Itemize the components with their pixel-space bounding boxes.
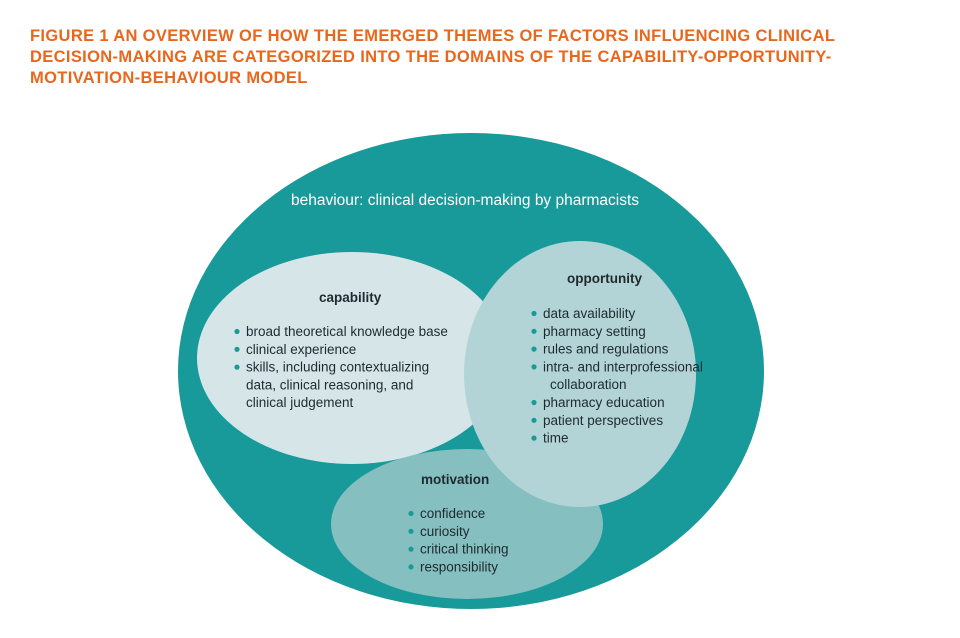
opportunity-item: data availability <box>543 306 636 321</box>
capability-list: broad theoretical knowledge base clinical… <box>234 324 448 410</box>
motivation-list: confidence curiosity critical thinking resp… <box>408 506 509 574</box>
motivation-item: confidence <box>420 506 485 521</box>
opportunity-bullet-icon <box>531 328 537 334</box>
capability-bullet-icon <box>234 346 240 352</box>
opportunity-bullet-icon <box>531 364 537 370</box>
figure-title-line-2: DECISION-MAKING ARE CATEGORIZED INTO THE… <box>30 48 832 66</box>
opportunity-bullet-icon <box>531 346 537 352</box>
opportunity-bullet-icon <box>531 310 537 317</box>
opportunity-item: pharmacy setting <box>543 324 646 339</box>
opportunity-bullet-icon <box>531 435 537 441</box>
opportunity-bullet-icon <box>531 399 537 406</box>
opportunity-item: collaboration <box>550 377 627 392</box>
motivation-item: responsibility <box>420 559 498 574</box>
capability-bullet-icon <box>234 328 240 335</box>
motivation-bullet-icon <box>408 564 414 570</box>
opportunity-bullet-icon <box>531 417 537 423</box>
motivation-item: curiosity <box>420 524 470 539</box>
figure-title-line-3: MOTIVATION-BEHAVIOUR MODEL <box>30 69 308 87</box>
capability-ellipse <box>197 252 507 464</box>
figure-title: FIGURE 1 AN OVERVIEW OF HOW THE EMERGED … <box>30 26 930 89</box>
motivation-bullet-icon <box>408 528 414 534</box>
capability-item: data, clinical reasoning, and <box>246 377 413 392</box>
opportunity-list: data availability pharmacy setting rules a… <box>531 306 703 446</box>
capability-item: broad theoretical knowledge base <box>246 324 448 339</box>
opportunity-item: pharmacy education <box>543 395 665 410</box>
opportunity-heading: opportunity <box>567 271 642 286</box>
motivation-bullet-icon <box>408 546 414 552</box>
motivation-item: critical thinking <box>420 542 509 557</box>
capability-item: clinical experience <box>246 342 356 357</box>
motivation-bullet-icon <box>408 510 414 517</box>
motivation-heading: motivation <box>421 472 489 487</box>
capability-item: skills, including contextualizing <box>246 360 429 375</box>
opportunity-item: intra- and interprofessional <box>543 359 703 374</box>
capability-bullet-icon <box>234 364 240 370</box>
capability-heading: capability <box>319 290 382 305</box>
figure-title-line-1: FIGURE 1 AN OVERVIEW OF HOW THE EMERGED … <box>30 27 836 45</box>
behaviour-label: behaviour: clinical decision-making by p… <box>291 192 639 209</box>
opportunity-item: time <box>543 431 569 446</box>
capability-item: clinical judgement <box>246 395 354 410</box>
opportunity-item: rules and regulations <box>543 342 669 357</box>
opportunity-ellipse <box>464 241 696 507</box>
opportunity-item: patient perspectives <box>543 413 663 428</box>
